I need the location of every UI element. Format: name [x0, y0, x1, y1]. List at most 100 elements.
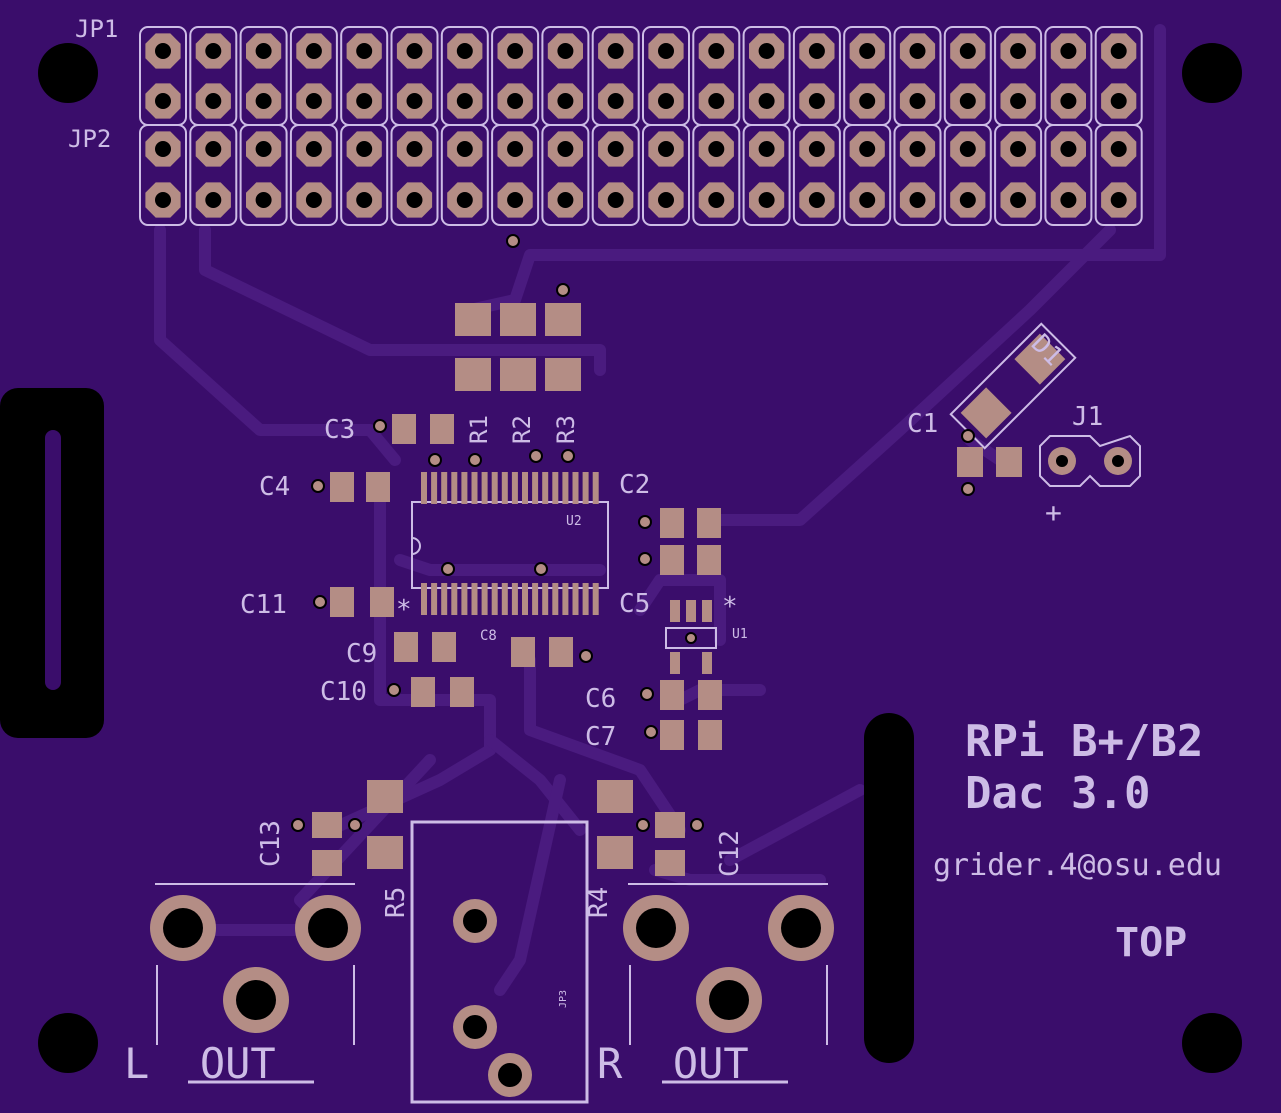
u2-pin	[562, 583, 569, 615]
header-pin-outline	[843, 124, 892, 226]
header-pin-hole	[255, 93, 272, 109]
header-pin-hole	[1110, 141, 1127, 157]
header-pin-hole	[1060, 93, 1077, 109]
header-pin-hole	[658, 192, 674, 208]
c11-pad	[330, 587, 354, 617]
header-pin-hole	[708, 192, 725, 208]
c3-pad	[392, 414, 416, 444]
header-pin-hole	[1110, 93, 1127, 109]
via	[961, 482, 975, 496]
r5-label: R5	[381, 887, 411, 918]
j1-pin	[1112, 455, 1124, 467]
board-email: grider.4@osu.edu	[933, 848, 1222, 883]
r2-pad	[500, 358, 536, 391]
u2-pin	[481, 472, 488, 504]
header-pin-hole	[456, 192, 473, 208]
jack-hole	[709, 980, 749, 1020]
via	[534, 562, 548, 576]
header-pin-hole	[356, 93, 373, 109]
jack-hole	[781, 908, 821, 948]
u2-pin	[481, 583, 488, 615]
header-pin-hole	[708, 43, 725, 59]
j1-pin	[1056, 455, 1068, 467]
c9-label: C9	[346, 639, 377, 669]
u2-pin	[511, 583, 518, 615]
header-pin-hole	[255, 192, 272, 208]
u2-pin	[461, 583, 468, 615]
u2-chip: U2	[411, 472, 609, 615]
header-pin-hole	[255, 43, 272, 59]
u2-pin	[552, 583, 559, 615]
r2-pad	[500, 303, 536, 336]
u2-pin	[572, 472, 579, 504]
u2-pin	[441, 472, 448, 504]
c2-label: C2	[619, 470, 650, 500]
header-pin-hole	[356, 192, 373, 208]
u2-pin	[421, 583, 427, 615]
header-pin-hole	[155, 192, 171, 208]
board-slots	[0, 388, 914, 1063]
header-pin-hole	[406, 43, 423, 59]
header-pin-hole	[456, 141, 473, 157]
u2-pin	[592, 472, 599, 504]
board-title-line1: RPi B+/B2	[965, 716, 1203, 767]
header-pin-hole	[456, 93, 473, 109]
header-pin-hole	[507, 93, 524, 109]
mounting-hole	[38, 43, 98, 103]
c5-pad	[660, 545, 684, 575]
header-pin-hole	[808, 192, 825, 208]
via	[441, 562, 455, 576]
header-pin-outline	[340, 124, 389, 226]
header-pin-hole	[1010, 141, 1027, 157]
header-pin-hole	[959, 93, 976, 109]
u2-pin	[451, 472, 458, 504]
c2-pad	[660, 508, 684, 538]
header-pin-hole	[507, 192, 524, 208]
jp3-hole	[498, 1063, 522, 1087]
c4-pad	[366, 472, 390, 502]
u1-via	[685, 632, 697, 644]
header-pin-outline	[692, 124, 741, 226]
u2-notch	[411, 537, 421, 555]
c13-pad	[312, 812, 342, 838]
u2-pin	[471, 583, 478, 615]
r4-label: R4	[584, 887, 614, 918]
via	[561, 449, 575, 463]
header-pin-hole	[1010, 192, 1027, 208]
right-slot	[864, 713, 914, 1063]
header-pin-hole	[658, 141, 674, 157]
c6-pad	[660, 680, 684, 710]
c1-pad	[996, 447, 1022, 477]
header-pin-outline	[390, 124, 439, 226]
c3-pad	[430, 414, 454, 444]
r5-pad	[367, 836, 403, 869]
left-output-label: L OUT	[124, 1039, 276, 1088]
u1-pin	[686, 600, 696, 622]
u2-pin	[431, 472, 438, 504]
d1-pad	[960, 387, 1012, 439]
header-pin-hole	[356, 141, 373, 157]
header-pin-hole	[305, 141, 322, 157]
header-pin-hole	[607, 93, 624, 109]
header-pin-outline	[189, 124, 238, 226]
header-pin-hole	[305, 192, 322, 208]
via	[636, 818, 650, 832]
c1-label: C1	[907, 409, 938, 439]
u2-pin	[532, 472, 539, 504]
header-pin-hole	[305, 93, 322, 109]
mounting-hole	[38, 1013, 98, 1073]
header-pin-hole	[205, 141, 222, 157]
u2-label: U2	[566, 514, 582, 529]
c5-pad	[697, 545, 721, 575]
header-pin-hole	[607, 43, 624, 59]
via	[640, 687, 654, 701]
header-jp2	[139, 124, 1143, 226]
left-audio-jack	[150, 883, 361, 1045]
header-pin-hole	[658, 43, 674, 59]
header-pin-hole	[758, 141, 775, 157]
j1-connector	[1039, 434, 1141, 487]
jp1-label: JP1	[75, 15, 118, 43]
jp3-hole	[463, 1015, 487, 1039]
header-pin-hole	[557, 141, 574, 157]
